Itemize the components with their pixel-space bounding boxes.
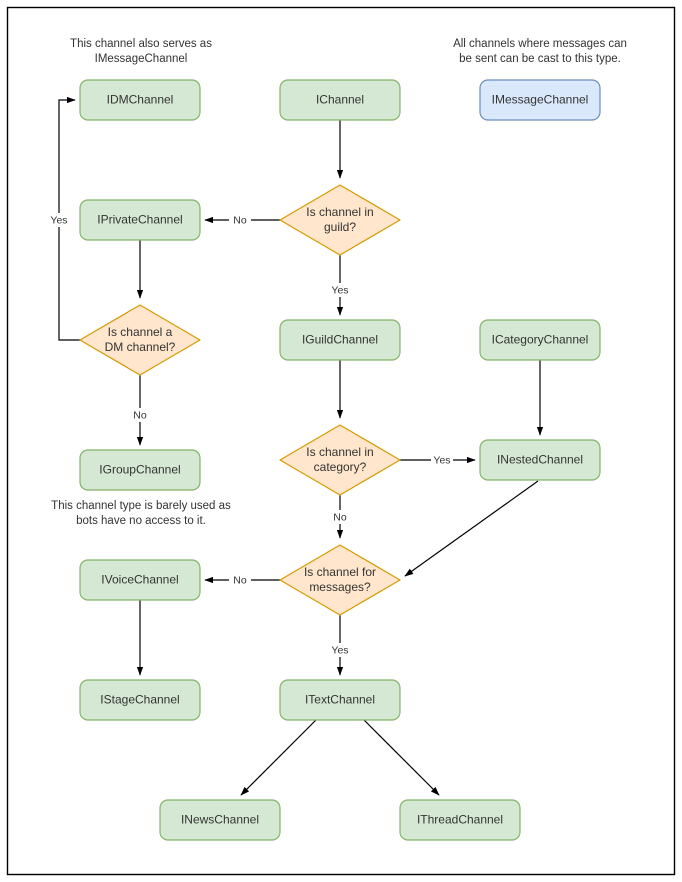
node-istagechannel[interactable]: IStageChannel bbox=[79, 679, 201, 721]
decision-label-line2: messages? bbox=[309, 580, 371, 594]
edge-text-to-news bbox=[240, 719, 317, 796]
node-ithreadchannel[interactable]: IThreadChannel bbox=[399, 799, 521, 841]
node-shape bbox=[479, 439, 601, 481]
edge-nested-to-messages bbox=[404, 480, 539, 577]
edge-label-bg bbox=[229, 573, 251, 587]
annotation-line: be sent can be cast to this type. bbox=[459, 53, 621, 65]
decision-label-line1: Is channel in bbox=[306, 445, 373, 459]
decision-shape bbox=[279, 544, 401, 616]
node-shape bbox=[79, 449, 201, 491]
node-inestedchannel[interactable]: INestedChannel bbox=[479, 439, 601, 481]
node-shape bbox=[279, 679, 401, 721]
edge-label-category-yes: Yes bbox=[433, 454, 450, 466]
decision-shape bbox=[279, 424, 401, 496]
node-label: IMessageChannel bbox=[492, 93, 589, 107]
node-shape bbox=[79, 79, 201, 121]
edge-label-bg bbox=[229, 213, 251, 227]
node-iprivatechannel[interactable]: IPrivateChannel bbox=[79, 199, 201, 241]
node-igroupchannel[interactable]: IGroupChannel bbox=[79, 449, 201, 491]
edge-label-bg bbox=[431, 453, 453, 467]
edge-label-guild-no: No bbox=[233, 214, 247, 226]
node-label: INewsChannel bbox=[181, 813, 259, 827]
annotation-line: All channels where messages can bbox=[453, 38, 627, 50]
node-shape bbox=[279, 319, 401, 361]
node-imessagechannel[interactable]: IMessageChannel bbox=[479, 79, 601, 121]
node-label: ICategoryChannel bbox=[492, 333, 589, 347]
node-label: IVoiceChannel bbox=[101, 573, 178, 587]
edge-label-bg bbox=[329, 510, 351, 524]
decision-label-line2: category? bbox=[314, 460, 367, 474]
node-inewschannel[interactable]: INewsChannel bbox=[159, 799, 281, 841]
node-label: IGuildChannel bbox=[302, 333, 378, 347]
node-ivoicechannel[interactable]: IVoiceChannel bbox=[79, 559, 201, 601]
edge-label-bg bbox=[329, 283, 351, 297]
decision-shape bbox=[79, 304, 201, 376]
node-shape bbox=[79, 559, 201, 601]
edge-label-dm-no: No bbox=[133, 409, 147, 421]
annotation-dm-note: This channel also serves as IMessageChann… bbox=[70, 38, 212, 65]
nodes-layer: IDMChannel IChannel IMessageChannelIPrivat… bbox=[79, 79, 601, 841]
decision-label-line1: Is channel a bbox=[108, 325, 173, 339]
edge-label-messages-yes: Yes bbox=[331, 644, 348, 656]
node-icategorychannel[interactable]: ICategoryChannel bbox=[479, 319, 601, 361]
node-shape bbox=[479, 79, 601, 121]
node-label: IPrivateChannel bbox=[97, 213, 182, 227]
node-shape bbox=[79, 199, 201, 241]
node-label: INestedChannel bbox=[497, 453, 583, 467]
edge-label-dm-yes: Yes bbox=[50, 214, 67, 226]
decision-label-line2: DM channel? bbox=[105, 340, 176, 354]
node-idmchannel[interactable]: IDMChannel bbox=[79, 79, 201, 121]
decision-label-line1: Is channel in bbox=[306, 205, 373, 219]
annotation-line: This channel also serves as bbox=[70, 38, 212, 50]
edge-text-to-thread bbox=[363, 719, 440, 796]
node-label: IStageChannel bbox=[100, 693, 179, 707]
annotation-line: This channel type is barely used as bbox=[51, 500, 231, 512]
node-shape bbox=[479, 319, 601, 361]
node-itextchannel[interactable]: ITextChannel bbox=[279, 679, 401, 721]
node-shape bbox=[279, 79, 401, 121]
edge-label-guild-yes: Yes bbox=[331, 284, 348, 296]
node-shape bbox=[159, 799, 281, 841]
edge-label-category-no: No bbox=[333, 511, 347, 523]
decision-label-line2: guild? bbox=[324, 220, 356, 234]
edge-label-messages-no: No bbox=[233, 574, 247, 586]
decision-dm-channel[interactable]: Is channel aDM channel? bbox=[79, 304, 201, 376]
annotation-line: bots have no access to it. bbox=[76, 515, 206, 527]
edge-label-bg bbox=[329, 643, 351, 657]
edge-label-bg bbox=[48, 213, 70, 227]
node-iguildchannel[interactable]: IGuildChannel bbox=[279, 319, 401, 361]
node-label: ITextChannel bbox=[305, 693, 375, 707]
node-shape bbox=[79, 679, 201, 721]
decision-label-line1: Is channel for bbox=[304, 565, 376, 579]
node-label: IThreadChannel bbox=[417, 813, 503, 827]
node-label: IGroupChannel bbox=[99, 463, 180, 477]
edge-label-bg bbox=[129, 408, 151, 422]
node-label: IChannel bbox=[316, 93, 364, 107]
annotation-message-note: All channels where messages can be sent c… bbox=[453, 38, 627, 65]
node-ichannel[interactable]: IChannel bbox=[279, 79, 401, 121]
annotation-line: IMessageChannel bbox=[95, 53, 188, 65]
node-label: IDMChannel bbox=[107, 93, 174, 107]
decision-shape bbox=[279, 184, 401, 256]
node-shape bbox=[399, 799, 521, 841]
annotations-layer: This channel also serves as IMessageChann… bbox=[51, 38, 627, 527]
annotation-group-note: This channel type is barely used as bots … bbox=[51, 500, 231, 527]
